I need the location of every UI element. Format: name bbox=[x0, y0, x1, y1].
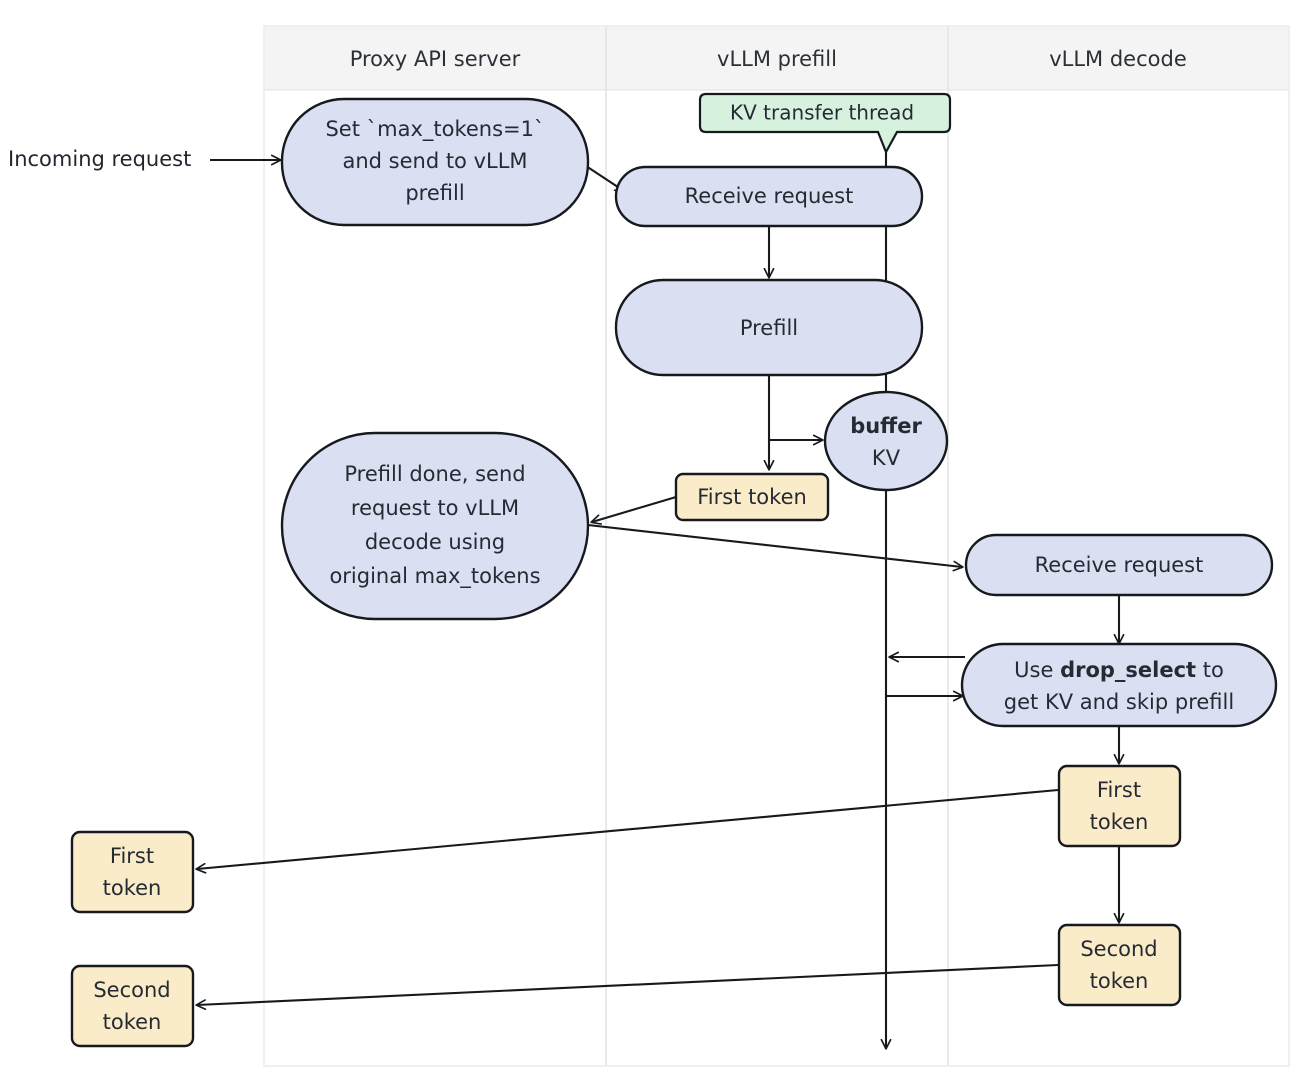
node-out-first-token-shape[interactable] bbox=[70, 830, 195, 914]
node-out-second-token-shape[interactable] bbox=[70, 964, 195, 1048]
node-prefill-receive-request-label: Receive request bbox=[685, 184, 854, 208]
node-buffer-kv-shape[interactable] bbox=[823, 390, 949, 492]
node-prefill-done-line-0: Prefill done, send bbox=[344, 462, 525, 486]
incoming-request-label: Incoming request bbox=[8, 147, 191, 171]
node-decode-second-token-line-1: token bbox=[1090, 969, 1149, 993]
node-decode-receive-request-shape[interactable] bbox=[964, 533, 1274, 597]
node-set-max-tokens-line-0: Set `max_tokens=1` bbox=[325, 117, 544, 142]
drop-select-text-a: Use bbox=[1014, 658, 1060, 682]
node-out-first-token-line-1: token bbox=[103, 876, 162, 900]
node-use-drop-select-shape[interactable] bbox=[960, 642, 1278, 728]
node-set-max-tokens-line-1: and send to vLLM bbox=[342, 149, 527, 173]
node-decode-first-token[interactable]: First token bbox=[1057, 764, 1182, 848]
node-out-second-token-line-1: token bbox=[103, 1010, 162, 1034]
node-decode-first-token-line-0: First bbox=[1097, 778, 1141, 802]
node-prefill-first-token-shape[interactable] bbox=[674, 472, 830, 522]
node-prefill-done-line-3: original max_tokens bbox=[329, 564, 540, 589]
drop-select-text-b: to bbox=[1196, 658, 1224, 682]
node-out-second-token[interactable]: Second token bbox=[70, 964, 195, 1048]
node-decode-receive-request[interactable]: Receive request bbox=[964, 533, 1274, 597]
node-decode-second-token-line-0: Second bbox=[1080, 937, 1157, 961]
lane-title-proxy: Proxy API server bbox=[350, 47, 521, 71]
node-decode-receive-request-label: Receive request bbox=[1035, 553, 1204, 577]
node-kv-transfer-thread[interactable]: KV transfer thread bbox=[698, 92, 952, 155]
node-set-max-tokens-shape[interactable] bbox=[280, 97, 590, 227]
lane-outline bbox=[263, 25, 1290, 1067]
node-prefill-done-shape[interactable] bbox=[280, 431, 590, 621]
edge-prefill-done-to-decode-receive bbox=[587, 523, 964, 572]
node-set-max-tokens-line-2: prefill bbox=[405, 181, 464, 205]
node-buffer-kv-line-0: buffer bbox=[850, 414, 922, 438]
drop-select-keyword: drop_select bbox=[1060, 658, 1196, 682]
node-set-max-tokens[interactable]: Set `max_tokens=1` and send to vLLM pref… bbox=[280, 97, 590, 227]
node-prefill[interactable]: Prefill bbox=[614, 278, 924, 377]
node-prefill-first-token-label: First token bbox=[697, 485, 807, 509]
node-use-drop-select[interactable]: Use drop_select to get KV and skip prefi… bbox=[960, 642, 1278, 728]
node-kv-transfer-thread-shape[interactable] bbox=[698, 92, 952, 155]
node-prefill-shape[interactable] bbox=[614, 278, 924, 377]
node-buffer-kv-line-1: KV bbox=[872, 446, 901, 470]
node-decode-second-token-shape[interactable] bbox=[1057, 923, 1182, 1007]
node-out-first-token[interactable]: First token bbox=[70, 830, 195, 914]
node-use-drop-select-line-0: Use drop_select to bbox=[1014, 658, 1224, 682]
node-prefill-label: Prefill bbox=[740, 316, 798, 340]
node-decode-second-token[interactable]: Second token bbox=[1057, 923, 1182, 1007]
node-buffer-kv[interactable]: buffer KV bbox=[823, 390, 949, 492]
node-prefill-first-token[interactable]: First token bbox=[674, 472, 830, 522]
edge-first-token-to-prefill-done bbox=[590, 495, 677, 525]
node-prefill-done-line-1: request to vLLM bbox=[351, 496, 519, 520]
node-decode-first-token-line-1: token bbox=[1090, 810, 1149, 834]
node-decode-first-token-shape[interactable] bbox=[1057, 764, 1182, 848]
node-prefill-receive-request[interactable]: Receive request bbox=[614, 165, 924, 228]
node-use-drop-select-line-1: get KV and skip prefill bbox=[1004, 690, 1234, 714]
lane-title-decode: vLLM decode bbox=[1049, 47, 1187, 71]
node-out-first-token-line-0: First bbox=[110, 844, 154, 868]
lane-header-band bbox=[263, 25, 1290, 91]
edge-decode-second-to-out-second bbox=[195, 963, 1059, 1011]
node-out-second-token-line-0: Second bbox=[93, 978, 170, 1002]
node-prefill-done[interactable]: Prefill done, send request to vLLM decod… bbox=[280, 431, 590, 621]
node-prefill-done-line-2: decode using bbox=[365, 530, 505, 554]
edge-decode-first-to-out-first bbox=[195, 788, 1059, 874]
node-prefill-receive-request-shape[interactable] bbox=[614, 165, 924, 228]
lane-title-prefill: vLLM prefill bbox=[717, 47, 837, 71]
node-kv-transfer-thread-label: KV transfer thread bbox=[730, 101, 914, 125]
